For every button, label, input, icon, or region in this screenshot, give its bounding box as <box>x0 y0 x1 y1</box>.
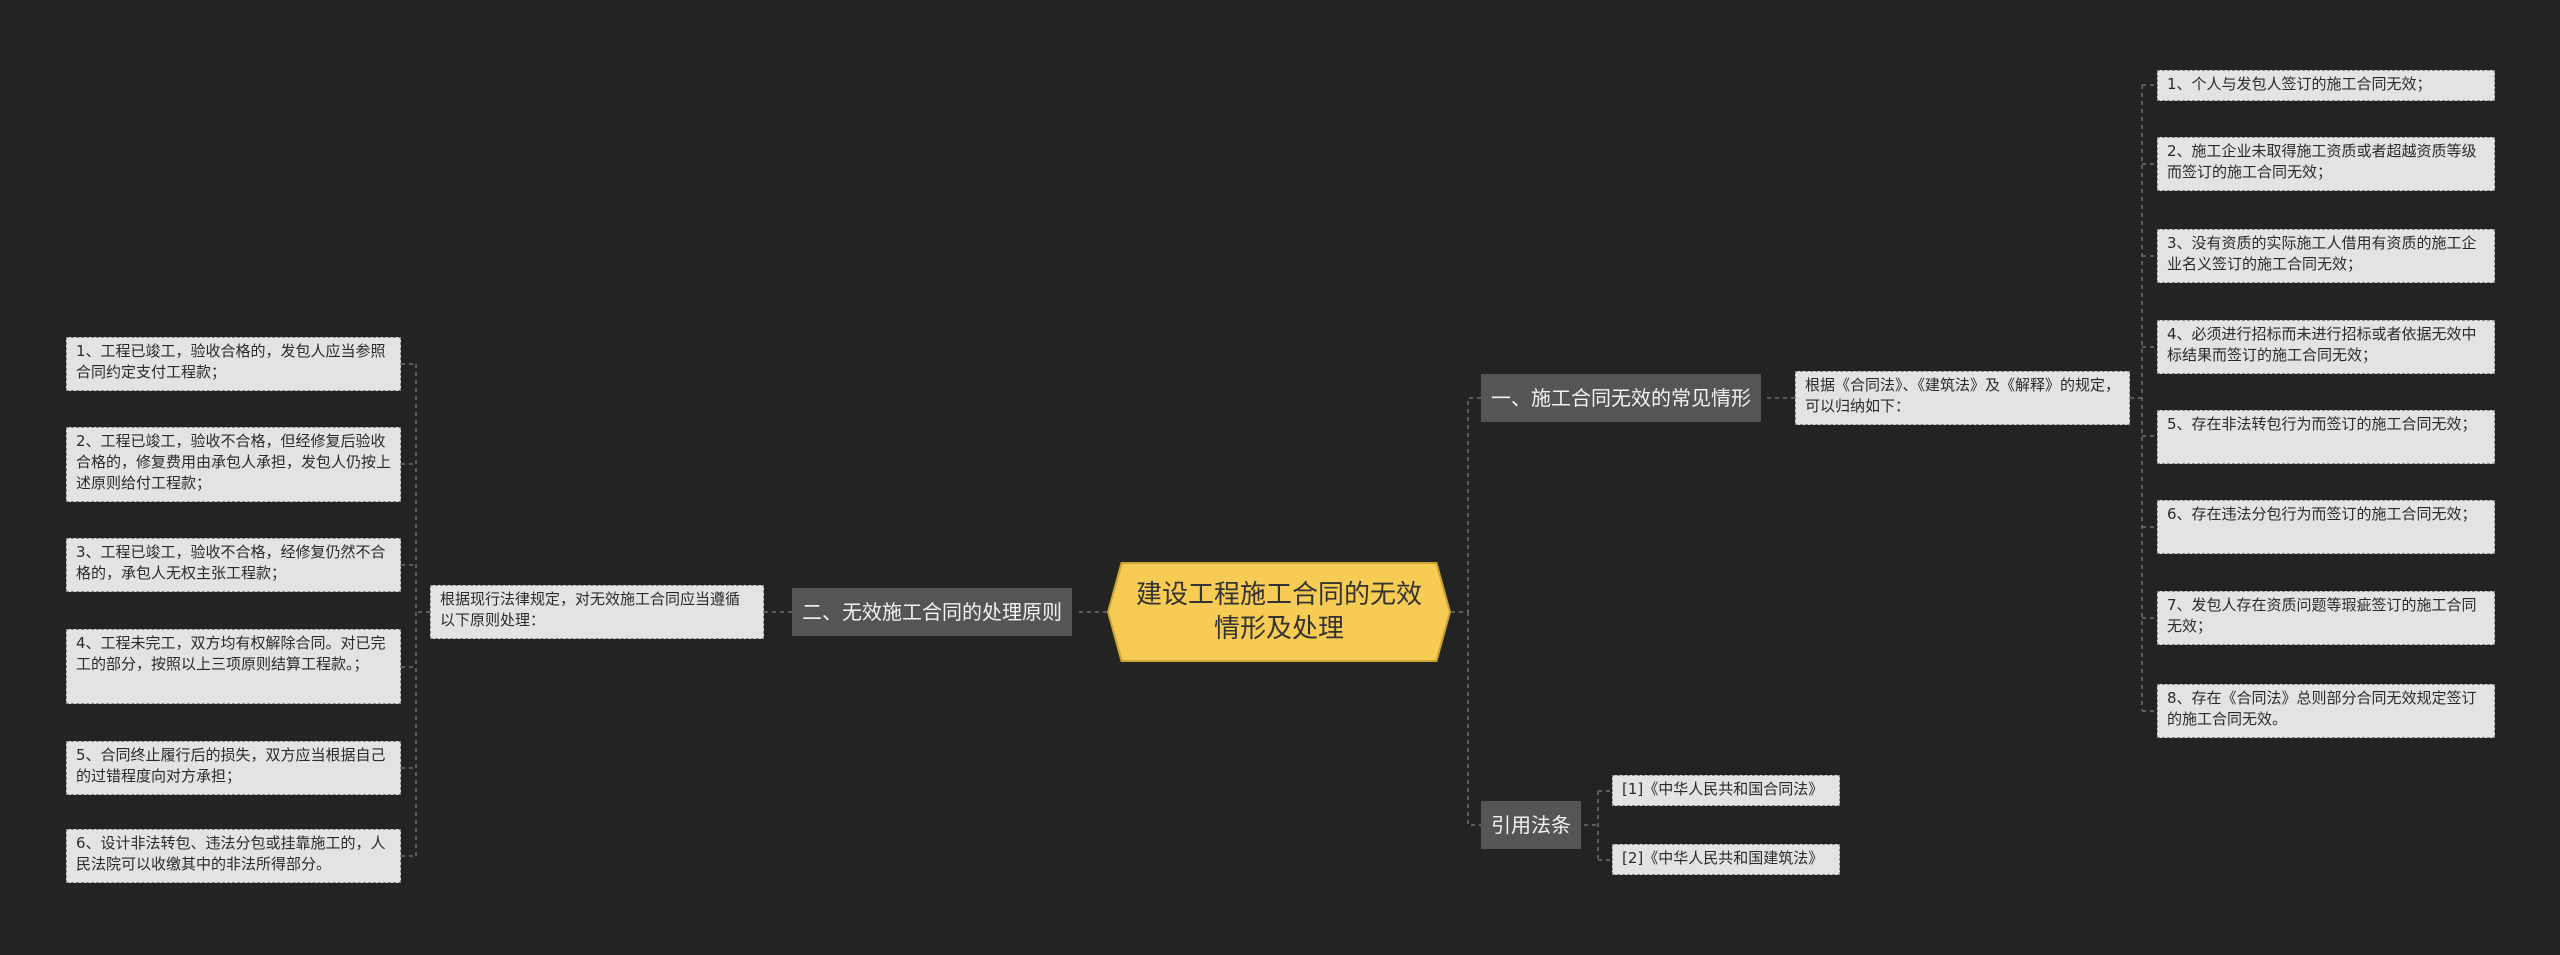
branch-handling-principles[interactable]: 二、无效施工合同的处理原则 <box>792 588 1072 636</box>
branch-common-invalid-situations[interactable]: 一、施工合同无效的常见情形 <box>1481 374 1761 422</box>
handling-intro-text: 根据现行法律规定，对无效施工合同应当遵循以下原则处理： <box>440 590 741 629</box>
handling-item-3-text: 3、工程已竣工，验收不合格，经修复仍然不合格的，承包人无权主张工程款； <box>76 543 386 582</box>
common-item-7-text: 7、发包人存在资质问题等瑕疵签订的施工合同无效； <box>2167 596 2477 635</box>
common-item-3[interactable]: 3、没有资质的实际施工人借用有资质的施工企业名义签订的施工合同无效； <box>2157 229 2495 283</box>
common-item-5[interactable]: 5、存在非法转包行为而签订的施工合同无效； <box>2157 410 2495 464</box>
common-item-7[interactable]: 7、发包人存在资质问题等瑕疵签订的施工合同无效； <box>2157 591 2495 645</box>
common-item-2[interactable]: 2、施工企业未取得施工资质或者超越资质等级而签订的施工合同无效； <box>2157 137 2495 191</box>
handling-item-6-text: 6、设计非法转包、违法分包或挂靠施工的，人民法院可以收缴其中的非法所得部分。 <box>76 834 386 873</box>
root-topic-label: 建设工程施工合同的无效情形及处理 <box>1109 564 1449 660</box>
handling-item-5[interactable]: 5、合同终止履行后的损失，双方应当根据自己的过错程度向对方承担； <box>66 741 401 795</box>
handling-item-1[interactable]: 1、工程已竣工，验收合格的，发包人应当参照合同约定支付工程款； <box>66 337 401 391</box>
common-intro-node[interactable]: 根据《合同法》、《建筑法》及《解释》的规定，可以归纳如下： <box>1795 371 2130 425</box>
common-item-8[interactable]: 8、存在《合同法》总则部分合同无效规定签订的施工合同无效。 <box>2157 684 2495 738</box>
common-item-1-text: 1、个人与发包人签订的施工合同无效； <box>2167 75 2432 93</box>
common-item-1[interactable]: 1、个人与发包人签订的施工合同无效； <box>2157 70 2495 101</box>
law-item-2[interactable]: [2]《中华人民共和国建筑法》 <box>1612 844 1840 875</box>
branch-common-label: 一、施工合同无效的常见情形 <box>1491 386 1751 410</box>
common-item-6-text: 6、存在违法分包行为而签订的施工合同无效； <box>2167 505 2477 523</box>
handling-item-3[interactable]: 3、工程已竣工，验收不合格，经修复仍然不合格的，承包人无权主张工程款； <box>66 538 401 592</box>
handling-item-6[interactable]: 6、设计非法转包、违法分包或挂靠施工的，人民法院可以收缴其中的非法所得部分。 <box>66 829 401 883</box>
common-item-3-text: 3、没有资质的实际施工人借用有资质的施工企业名义签订的施工合同无效； <box>2167 234 2477 273</box>
common-item-8-text: 8、存在《合同法》总则部分合同无效规定签订的施工合同无效。 <box>2167 689 2477 728</box>
handling-item-5-text: 5、合同终止履行后的损失，双方应当根据自己的过错程度向对方承担； <box>76 746 386 785</box>
handling-item-4[interactable]: 4、工程未完工，双方均有权解除合同。对已完工的部分，按照以上三项原则结算工程款。… <box>66 629 401 704</box>
handling-item-2-text: 2、工程已竣工，验收不合格，但经修复后验收合格的，修复费用由承包人承担，发包人仍… <box>76 432 392 492</box>
common-item-2-text: 2、施工企业未取得施工资质或者超越资质等级而签订的施工合同无效； <box>2167 142 2477 181</box>
handling-item-2[interactable]: 2、工程已竣工，验收不合格，但经修复后验收合格的，修复费用由承包人承担，发包人仍… <box>66 427 401 502</box>
branch-handling-label: 二、无效施工合同的处理原则 <box>802 600 1062 624</box>
common-item-6[interactable]: 6、存在违法分包行为而签订的施工合同无效； <box>2157 500 2495 554</box>
common-item-4[interactable]: 4、必须进行招标而未进行招标或者依据无效中标结果而签订的施工合同无效； <box>2157 320 2495 374</box>
handling-item-4-text: 4、工程未完工，双方均有权解除合同。对已完工的部分，按照以上三项原则结算工程款。… <box>76 634 386 673</box>
handling-item-1-text: 1、工程已竣工，验收合格的，发包人应当参照合同约定支付工程款； <box>76 342 386 381</box>
handling-intro-node[interactable]: 根据现行法律规定，对无效施工合同应当遵循以下原则处理： <box>430 585 764 639</box>
common-intro-text: 根据《合同法》、《建筑法》及《解释》的规定，可以归纳如下： <box>1805 376 2121 415</box>
common-item-4-text: 4、必须进行招标而未进行招标或者依据无效中标结果而签订的施工合同无效； <box>2167 325 2477 364</box>
law-item-1[interactable]: [1]《中华人民共和国合同法》 <box>1612 775 1840 806</box>
law-item-2-text: [2]《中华人民共和国建筑法》 <box>1622 849 1824 867</box>
law-item-1-text: [1]《中华人民共和国合同法》 <box>1622 780 1824 798</box>
branch-cited-laws[interactable]: 引用法条 <box>1481 801 1581 849</box>
branch-laws-label: 引用法条 <box>1491 813 1571 837</box>
root-topic[interactable]: 建设工程施工合同的无效情形及处理 <box>1107 562 1451 662</box>
common-item-5-text: 5、存在非法转包行为而签订的施工合同无效； <box>2167 415 2477 433</box>
